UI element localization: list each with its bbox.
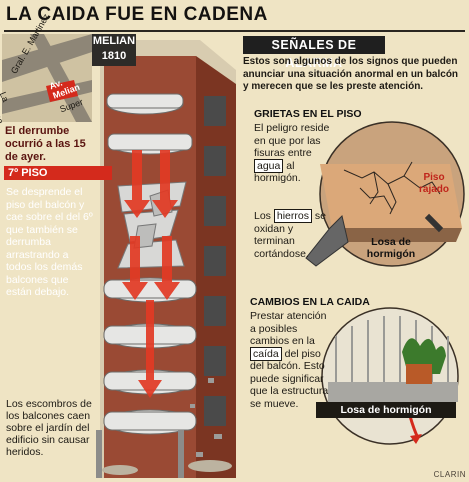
cracks-text: El peligro reside en que por las fisuras… <box>254 122 342 185</box>
credit: CLARIN <box>433 470 466 479</box>
alarm-intro: Estos son algunos de los signos que pued… <box>243 56 459 92</box>
headline: LA CAIDA FUE EN CADENA <box>6 4 268 25</box>
building-tag: MELIAN 1810 <box>92 34 136 66</box>
ground-rubble <box>102 460 232 475</box>
building-illustration <box>2 34 236 478</box>
cracks-line2: al hormigón. <box>254 159 301 185</box>
cracks-boxed-water: agua <box>254 158 284 173</box>
concrete-slab-label-2: Losa de hormigón <box>316 402 456 418</box>
debris-fragments <box>190 378 222 457</box>
section-fall-title: CAMBIOS EN LA CAIDA <box>250 296 370 308</box>
fall-boxed: caída <box>250 346 282 361</box>
cracked-floor-label: Piso rajado <box>418 172 449 195</box>
fall-arrows <box>122 150 180 398</box>
alarm-title: SEÑALES DE ALARMA <box>243 36 385 70</box>
cracks-line3-pre: Los <box>254 210 271 222</box>
fall-illustration <box>321 307 459 445</box>
crack-illustration <box>305 121 465 267</box>
fall-line2: del piso del balcón. Esto puede signific… <box>250 347 329 410</box>
balcony-stack <box>103 93 197 435</box>
fall-line1: Prestar atención a posibles cambios en l… <box>250 310 327 347</box>
ground-columns <box>96 430 184 478</box>
cracks-boxed-iron: hierros <box>273 209 312 223</box>
cracks-line3-post: se oxidan y terminan cortándose. <box>254 210 326 260</box>
building-name: MELIAN <box>92 35 136 47</box>
concrete-slab-label-1: Losa de hormigón <box>366 236 416 260</box>
section-cracks-title: GRIETAS EN EL PISO <box>254 108 362 120</box>
cracks-line1: El peligro reside en que por las fisuras… <box>254 122 330 159</box>
locator-map <box>2 34 92 122</box>
floor-badge: 7º PISO <box>4 166 90 180</box>
fall-text: Prestar atención a posibles cambios en l… <box>250 310 330 410</box>
cracks-iron-text: Los hierros se oxidan y terminan cortánd… <box>254 209 328 260</box>
collapse-time: El derrumbe ocurrió a las 15 de ayer. <box>5 125 86 163</box>
headline-rule <box>4 30 465 32</box>
debris-description: Los escombros de los balcones caen sobre… <box>6 398 92 458</box>
floor-description: Se desprende el piso del balcón y cae so… <box>6 186 93 298</box>
building-number: 1810 <box>101 50 127 62</box>
floor-indicator-band <box>88 166 112 180</box>
